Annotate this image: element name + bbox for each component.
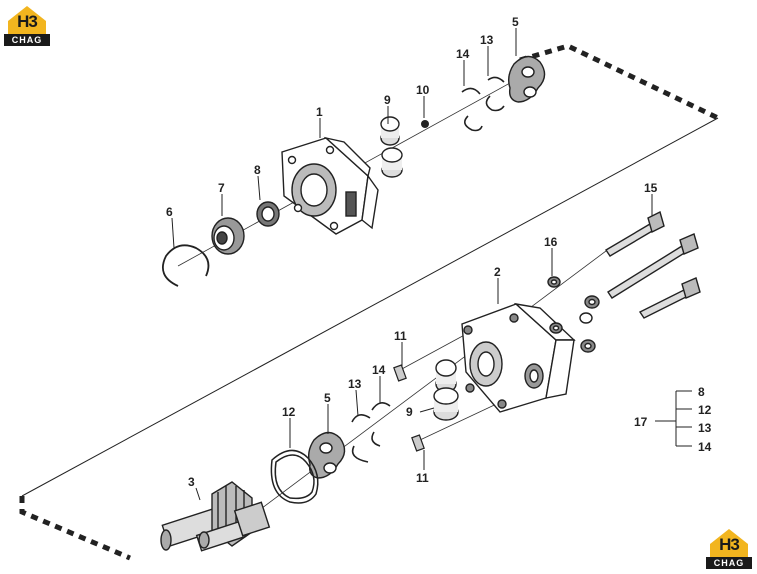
logo-main-text: H3 [719, 535, 740, 554]
part-8-seal [256, 201, 280, 227]
label-12: 12 [282, 405, 296, 419]
part-16-washers [547, 276, 600, 353]
label-16: 16 [544, 235, 558, 249]
part-1-front-housing [281, 136, 379, 235]
label-leaders [171, 28, 653, 501]
label-15: 15 [644, 181, 658, 195]
label-10: 10 [416, 83, 430, 97]
label-2: 2 [494, 265, 501, 279]
label-9-upper: 9 [384, 93, 391, 107]
brand-logo: H3 CHAG [4, 3, 50, 47]
part-11-dowels [393, 364, 425, 452]
label-14-upper: 14 [456, 47, 470, 61]
part-7-bearing [211, 217, 245, 255]
label-6: 6 [166, 205, 173, 219]
label-8: 8 [254, 163, 261, 177]
house-logo-icon [710, 529, 748, 557]
label-13-upper: 13 [480, 33, 494, 47]
part-12-gasket [270, 449, 319, 504]
part-2-rear-housing [461, 302, 576, 413]
part-6-circlip [162, 244, 210, 287]
label-13-lower: 13 [348, 377, 362, 391]
part-5-plate-lower [307, 431, 346, 479]
part-10-dowel [421, 120, 429, 128]
logo-sub-text: CHAG [4, 34, 50, 46]
label-9-lower: 9 [406, 405, 413, 419]
kit-item: 8 [698, 385, 705, 399]
house-logo-icon [8, 6, 46, 34]
label-11-upper: 11 [394, 329, 407, 343]
label-7: 7 [218, 181, 225, 195]
label-1: 1 [316, 105, 323, 119]
kit-item: 14 [698, 440, 712, 454]
brand-logo: H3 CHAG [706, 526, 752, 570]
label-11-lower: 11 [416, 471, 429, 485]
kit-number: 17 [634, 415, 648, 429]
logo-sub-text: CHAG [706, 557, 752, 569]
part-14-13-rings-upper [461, 76, 505, 132]
callout-labels: 1 9 10 14 13 5 8 7 6 2 16 15 11 14 13 5 … [166, 15, 658, 489]
assembly-boundary-frame [19, 43, 720, 561]
kit-item: 12 [698, 403, 712, 417]
part-9-bushings-lower [433, 359, 459, 421]
label-14-lower: 14 [372, 363, 386, 377]
label-5-lower: 5 [324, 391, 331, 405]
part-5-plate-upper [507, 55, 546, 103]
logo-main-text: H3 [17, 12, 38, 31]
kit-item: 13 [698, 421, 712, 435]
label-3: 3 [188, 475, 195, 489]
label-5-upper: 5 [512, 15, 519, 29]
kit-legend: 17 8 12 13 14 [634, 385, 712, 454]
part-3-gear-shafts [160, 481, 271, 552]
part-15-bolts [605, 210, 701, 319]
part-14-13-rings-lower [351, 402, 391, 463]
part-9-bushings-upper [380, 116, 403, 178]
